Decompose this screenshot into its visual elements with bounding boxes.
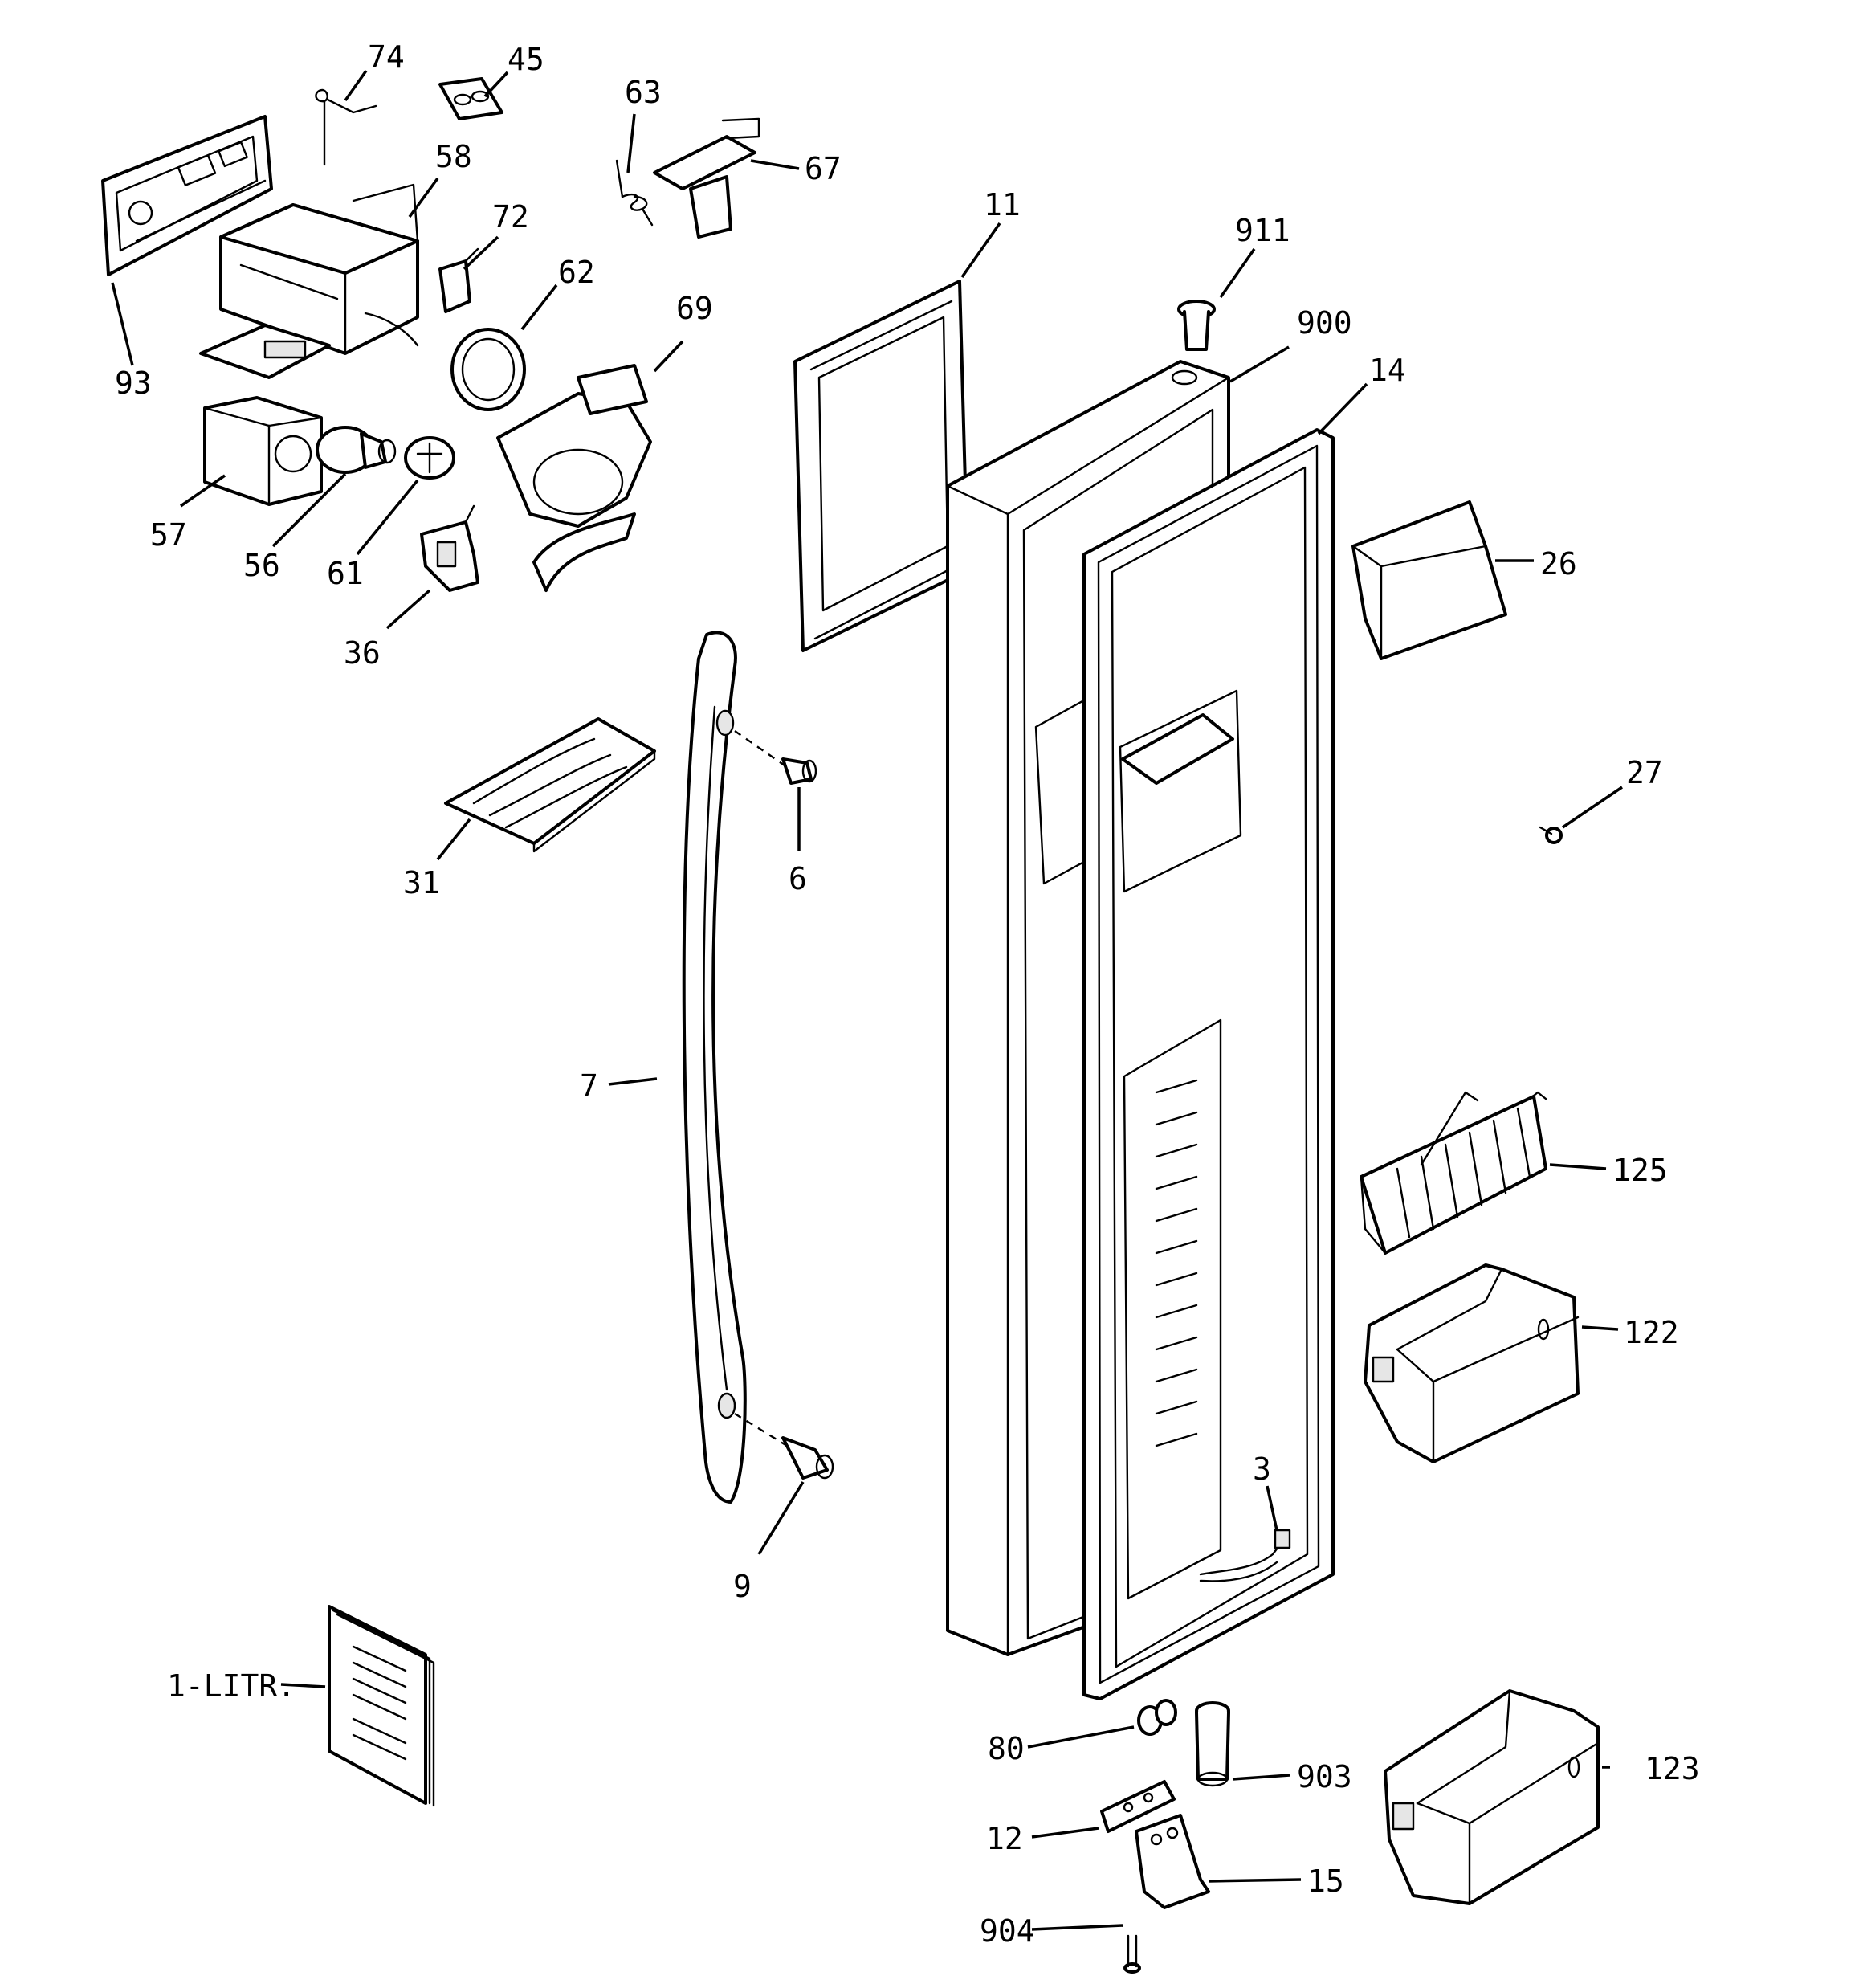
callout-27: 27 — [1626, 755, 1663, 790]
callout-62: 62 — [558, 255, 595, 290]
part-26-bin — [1351, 500, 1507, 660]
part-6-standoff — [781, 757, 817, 785]
part-31-drip-tray — [444, 717, 656, 853]
part-36-bracket — [420, 504, 479, 592]
part-122-door-bin — [1364, 1263, 1580, 1463]
part-93-control-board — [101, 115, 273, 276]
callout-900: 900 — [1297, 305, 1352, 341]
callout-45: 45 — [508, 42, 544, 77]
callout-6: 6 — [789, 861, 807, 896]
part-72-microswitch — [438, 247, 479, 313]
part-62-ring — [450, 328, 526, 411]
callout-26: 26 — [1540, 546, 1577, 582]
callout-74: 74 — [368, 39, 405, 75]
part-903-bushing — [1195, 1701, 1230, 1787]
part-74-spring — [315, 88, 377, 166]
callout-31: 31 — [403, 865, 440, 900]
part-911-bushing — [1177, 300, 1216, 351]
part-1-literature — [328, 1605, 435, 1807]
callout-1-litr: 1-LITR. — [167, 1668, 296, 1704]
callout-9: 9 — [733, 1569, 752, 1604]
callout-58: 58 — [435, 139, 472, 174]
callout-123: 123 — [1645, 1751, 1700, 1786]
callout-15: 15 — [1307, 1863, 1344, 1899]
callout-69: 69 — [676, 291, 713, 326]
callout-63: 63 — [625, 75, 662, 110]
part-69-ice-chute — [496, 364, 652, 592]
callout-904: 904 — [980, 1913, 1035, 1949]
callout-125: 125 — [1612, 1153, 1668, 1188]
callout-80: 80 — [988, 1731, 1025, 1766]
callout-56: 56 — [243, 548, 280, 583]
part-27-screw — [1539, 826, 1563, 844]
part-904-screw — [1123, 1934, 1141, 1974]
part-67-lever — [653, 117, 760, 239]
part-11-frame — [793, 280, 969, 652]
callout-57: 57 — [150, 517, 187, 553]
callout-122: 122 — [1624, 1315, 1679, 1350]
callout-36: 36 — [344, 635, 381, 671]
part-57-motor-box — [203, 396, 323, 506]
callout-93: 93 — [115, 365, 152, 401]
part-45-bracket — [438, 77, 503, 120]
leader-lines — [111, 69, 1623, 1931]
callout-903: 903 — [1297, 1759, 1352, 1794]
callout-11: 11 — [984, 187, 1021, 222]
callout-12: 12 — [986, 1821, 1023, 1856]
callout-3: 3 — [1253, 1451, 1271, 1487]
part-56-auger — [316, 426, 397, 474]
part-3-wire-harness — [1199, 1529, 1291, 1582]
callout-72: 72 — [492, 199, 529, 235]
part-58-dispenser-housing — [199, 183, 419, 379]
part-125-wire-basket — [1360, 1091, 1547, 1255]
callout-61: 61 — [327, 556, 364, 591]
callout-7: 7 — [580, 1068, 598, 1104]
part-123-door-bin — [1384, 1689, 1600, 1905]
part-7-handle — [682, 631, 788, 1504]
callout-911: 911 — [1235, 213, 1290, 248]
part-14-gasket — [1082, 428, 1335, 1700]
part-61-gear — [404, 436, 455, 480]
part-12-plate — [1100, 1780, 1176, 1833]
callout-labels: 74 45 63 67 58 72 62 69 93 57 56 61 36 1… — [115, 39, 1700, 1949]
callout-14: 14 — [1369, 353, 1406, 388]
part-80-plug — [1137, 1699, 1177, 1736]
part-63-spring — [615, 159, 654, 227]
callout-67: 67 — [805, 151, 842, 186]
part-9-screw — [781, 1436, 834, 1480]
part-15-hinge — [1135, 1814, 1210, 1909]
